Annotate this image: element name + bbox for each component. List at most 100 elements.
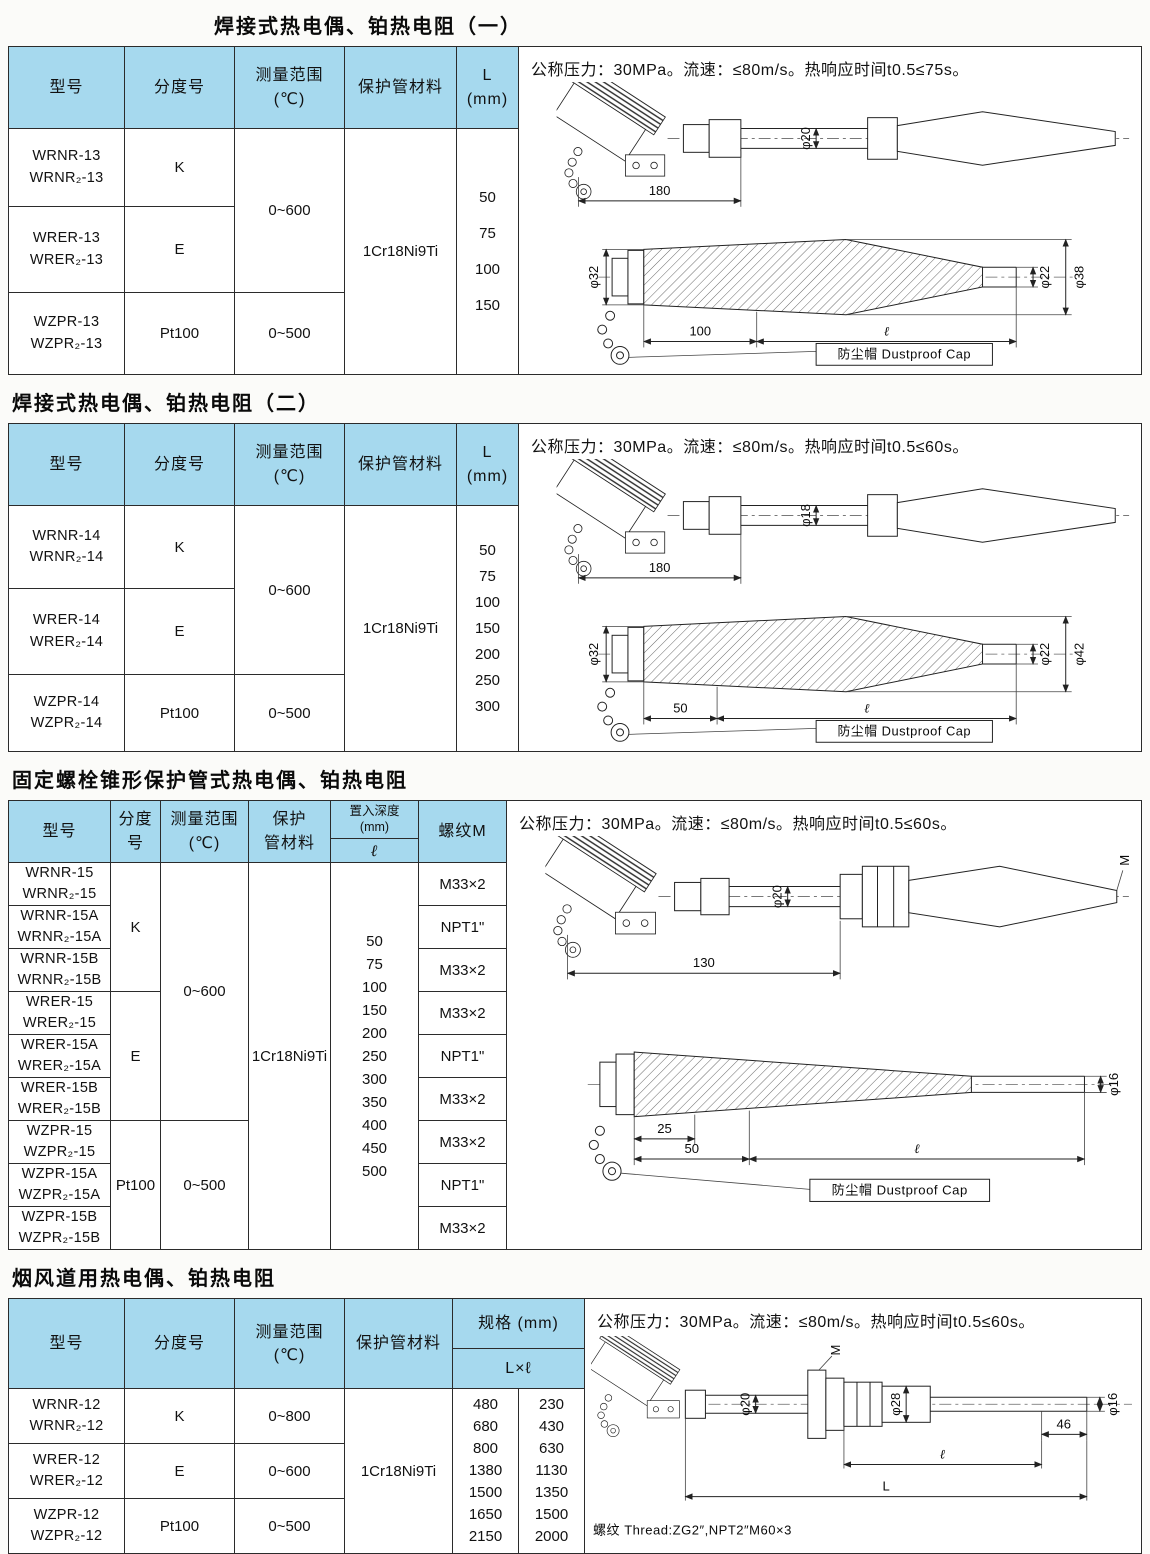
col-header-range: 测量范围 (℃) <box>234 46 345 129</box>
graduation-cell: E <box>110 991 161 1122</box>
col-header-model: 型号 <box>8 46 125 129</box>
col-header-material: 保护管材料 <box>344 1298 453 1390</box>
graduation-cell: K <box>124 128 235 207</box>
connection-head-icon <box>556 82 666 200</box>
material-cell: 1Cr18Ni9Ti <box>344 128 457 375</box>
dim-label: L <box>882 1479 889 1494</box>
thread-cell: M33×2 <box>418 1120 507 1165</box>
dim-insert-length: ℓ <box>843 1426 1043 1469</box>
dim-tube-diameter: φ18 <box>798 504 820 527</box>
col-header-depth: 置入深度 (mm) <box>330 800 419 839</box>
section-body: 型号 分度号 测量范围 (℃) 保护管材料 L (mm) WRNR-14 WRN… <box>8 423 1142 752</box>
range-cell: 0~600 <box>234 128 345 293</box>
col-header-material: 保护管材料 <box>344 46 457 129</box>
technical-drawing-flue-duct: φ20 M φ28 φ16 <box>591 1336 1132 1538</box>
range-cell: 0~600 <box>234 505 345 675</box>
dim-label-ell: ℓ <box>940 1448 946 1463</box>
dim-tube-diameter: φ20 <box>738 1393 759 1416</box>
section-body: 型号 分度号 测量范围 (℃) 保护 管材料 置入深度 (mm) 螺纹M ℓ W… <box>8 799 1142 1251</box>
range-cell: 0~500 <box>160 1120 249 1251</box>
connection-head-icon <box>545 836 657 958</box>
spec-line: 公称压力：30MPa。流速：≤80m/s。热响应时间t0.5≤60s。 <box>519 816 957 833</box>
dim-label: φ20 <box>770 885 785 908</box>
dim-cone-length: 50 ℓ <box>643 664 1017 725</box>
spec-line: 公称压力：30MPa。流速：≤80m/s。热响应时间t0.5≤60s。 <box>531 439 969 456</box>
material-cell: 1Cr18Ni9Ti <box>344 505 457 752</box>
model-cell: WRER-14 WRER₂-14 <box>8 588 125 675</box>
spec-table-weld-2: 型号 分度号 测量范围 (℃) 保护管材料 L (mm) WRNR-14 WRN… <box>8 423 519 752</box>
dim-mid-diameter: φ42 <box>845 615 1087 693</box>
col-header-material: 保护 管材料 <box>248 799 331 864</box>
section-title: 烟风道用热电偶、铂热电阻 <box>12 1268 276 1291</box>
thread-cell: NPT1" <box>418 1034 507 1079</box>
graduation-cell: E <box>124 206 235 293</box>
model-cell: WZPR-14 WZPR₂-14 <box>8 674 125 752</box>
spec-table-weld-1: 型号 分度号 测量范围 (℃) 保护管材料 L (mm) WRNR-13 WRN… <box>8 46 519 375</box>
model-cell: WRNR-15 WRNR₂-15 <box>8 862 111 907</box>
section-bolt-cone: 固定螺栓锥形保护管式热电偶、铂热电阻 型号 分度号 测量范围 (℃) 保护 管材… <box>8 764 1142 1251</box>
range-cell: 0~500 <box>234 674 345 752</box>
range-cell: 0~800 <box>234 1388 345 1445</box>
col-header-graduation: 分度号 <box>124 46 235 129</box>
length-values-cell: 50 75 100 150 200 250 300 <box>456 505 519 752</box>
material-cell: 1Cr18Ni9Ti <box>344 1388 453 1554</box>
col-header-graduation: 分度号 <box>124 1298 235 1390</box>
cone-detail <box>598 238 1074 316</box>
drawing-panel: 公称压力：30MPa。流速：≤80m/s。热响应时间t0.5≤60s。 <box>507 800 1142 1251</box>
technical-drawing-weld-2: φ18 180 <box>556 459 1130 743</box>
dustproof-cap-callout: 防尘帽 Dustproof Cap <box>597 687 993 743</box>
col-header-model: 型号 <box>8 1298 125 1390</box>
col-header-size: 规格 (mm) <box>452 1298 585 1350</box>
probe-assembly <box>658 865 1129 928</box>
col-header-thread: 螺纹M <box>418 799 507 864</box>
col-header-graduation: 分度号 <box>110 799 161 864</box>
dim-label: φ16 <box>1105 1393 1120 1416</box>
model-cell: WZPR-12 WZPR₂-12 <box>8 1498 125 1554</box>
dim-tip-diameter: φ22 <box>1016 266 1052 289</box>
dim-mid-diameter: φ28 <box>888 1385 910 1424</box>
graduation-cell: K <box>110 862 161 993</box>
graduation-cell: Pt100 <box>124 674 235 752</box>
model-cell: WRER-15 WRER₂-15 <box>8 991 111 1036</box>
technical-drawing-weld-1: φ20 180 <box>556 82 1130 366</box>
dim-base-diameter: φ32 <box>586 625 644 683</box>
dim-label: 100 <box>690 324 711 339</box>
thread-cell: M33×2 <box>418 1206 507 1251</box>
col-header-material: 保护管材料 <box>344 423 457 506</box>
dim-label: φ22 <box>1037 266 1052 289</box>
dim-label: φ32 <box>586 266 601 289</box>
dim-tube-diameter: φ20 <box>770 885 791 908</box>
thread-cell: M33×2 <box>418 991 507 1036</box>
connection-head-icon <box>556 459 666 577</box>
material-cell: 1Cr18Ni9Ti <box>248 862 331 1251</box>
graduation-cell: Pt100 <box>124 1498 235 1554</box>
drawing-panel: 公称压力：30MPa。流速：≤80m/s。热响应时间t0.5≤75s。 <box>519 46 1142 375</box>
col-header-range: 测量范围 (℃) <box>234 423 345 506</box>
spec-table-flue-duct: 型号 分度号 测量范围 (℃) 保护管材料 规格 (mm) L×ℓ WRNR-1… <box>8 1298 585 1554</box>
dim-insert-lengths: 25 50 ℓ <box>633 1092 1086 1166</box>
dim-label: 130 <box>693 955 715 970</box>
graduation-cell: E <box>124 588 235 675</box>
technical-drawing-bolt-cone: φ20 M 130 <box>545 836 1132 1202</box>
dim-tip-diameter: φ16 <box>1084 1073 1121 1096</box>
col-header-range: 测量范围 (℃) <box>234 1298 345 1390</box>
section-title: 固定螺栓锥形保护管式热电偶、铂热电阻 <box>12 770 408 792</box>
section-body: 型号 分度号 测量范围 (℃) 保护管材料 L (mm) WRNR-13 WRN… <box>8 46 1142 375</box>
col-header-model: 型号 <box>8 423 125 506</box>
col-header-range: 测量范围 (℃) <box>160 799 249 864</box>
probe-assembly <box>667 488 1130 543</box>
col-header-depth-symbol: ℓ <box>330 837 419 864</box>
probe-assembly <box>667 111 1130 166</box>
col-header-length: L (mm) <box>456 46 519 129</box>
cone-detail <box>598 615 1074 693</box>
spec-line: 公称压力：30MPa。流速：≤80m/s。热响应时间t0.5≤60s。 <box>597 1314 1035 1332</box>
model-cell: WRNR-15B WRNR₂-15B <box>8 948 111 993</box>
dim-cone-length: 100 ℓ <box>643 287 1017 348</box>
dustproof-cap-label: 防尘帽 Dustproof Cap <box>838 723 971 738</box>
thread-cell: NPT1" <box>418 1163 507 1208</box>
dim-label: 50 <box>673 701 687 716</box>
range-cell: 0~600 <box>234 1443 345 1500</box>
dim-total-length: L <box>684 1418 1088 1502</box>
dim-label: φ28 <box>888 1393 903 1416</box>
model-cell: WRNR-15A WRNR₂-15A <box>8 905 111 950</box>
